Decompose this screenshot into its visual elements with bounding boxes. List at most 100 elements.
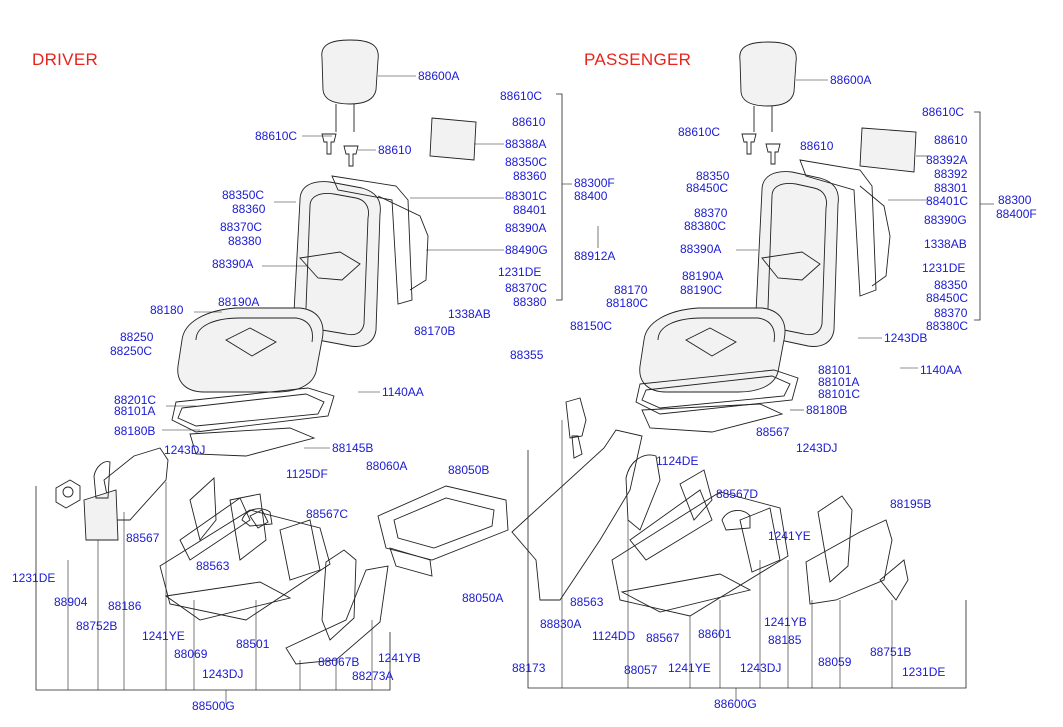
label-driver-88101A[interactable]: 88101A	[114, 404, 156, 418]
label-passenger-88301[interactable]: 88301	[934, 181, 968, 195]
label-passenger-88170[interactable]: 88170	[614, 283, 648, 297]
label-driver-88180B[interactable]: 88180B	[114, 424, 156, 438]
label-passenger-1124DE[interactable]: 1124DE	[656, 454, 699, 468]
label-driver-1140AA[interactable]: 1140AA	[382, 385, 424, 399]
label-driver-88250C[interactable]: 88250C	[110, 344, 153, 358]
label-driver-88500G[interactable]: 88500G	[192, 699, 235, 713]
label-passenger-88450C-r[interactable]: 88450C	[926, 291, 969, 305]
label-passenger-88392[interactable]: 88392	[934, 167, 968, 181]
label-passenger-88450C[interactable]: 88450C	[686, 181, 729, 195]
label-driver-1231DE[interactable]: 1231DE	[12, 571, 56, 585]
label-driver-88610-r[interactable]: 88610	[512, 115, 546, 129]
label-driver-88600A[interactable]: 88600A	[418, 69, 460, 83]
label-passenger-88400F[interactable]: 88400F	[996, 207, 1037, 221]
label-passenger-1231DE-r[interactable]: 1231DE	[922, 261, 966, 275]
label-driver-88350C[interactable]: 88350C	[222, 188, 265, 202]
label-passenger-88185[interactable]: 88185	[768, 633, 802, 647]
label-driver-88490G[interactable]: 88490G	[505, 243, 548, 257]
label-driver-88273A[interactable]: 88273A	[352, 669, 394, 683]
label-passenger-88150C[interactable]: 88150C	[570, 319, 613, 333]
label-driver-88380-r[interactable]: 88380	[513, 295, 547, 309]
label-driver-1125DF[interactable]: 1125DF	[286, 467, 328, 481]
label-driver-1241YE[interactable]: 1241YE	[142, 629, 185, 643]
label-passenger-88751B[interactable]: 88751B	[870, 645, 912, 659]
label-driver-1231DE-r[interactable]: 1231DE	[498, 265, 542, 279]
label-passenger-1241YE[interactable]: 1241YE	[768, 529, 811, 543]
label-passenger-1338AB[interactable]: 1338AB	[924, 237, 967, 251]
label-passenger-88610C[interactable]: 88610C	[678, 125, 721, 139]
label-driver-1243DJ[interactable]: 1243DJ	[164, 443, 206, 457]
label-passenger-88300[interactable]: 88300	[998, 193, 1032, 207]
label-passenger-88380C[interactable]: 88380C	[684, 219, 727, 233]
label-driver-88360-r[interactable]: 88360	[513, 169, 547, 183]
label-passenger-88567D[interactable]: 88567D	[716, 487, 759, 501]
label-driver-1338AB[interactable]: 1338AB	[448, 307, 491, 321]
label-passenger-88370[interactable]: 88370	[694, 206, 728, 220]
label-driver-1241YB[interactable]: 1241YB	[378, 651, 421, 665]
label-driver-88170B[interactable]: 88170B	[414, 324, 456, 338]
label-driver-88186[interactable]: 88186	[108, 599, 142, 613]
label-passenger-88401C[interactable]: 88401C	[926, 194, 969, 208]
label-passenger-88600A[interactable]: 88600A	[830, 73, 872, 87]
label-driver-88752B[interactable]: 88752B	[76, 619, 118, 633]
label-passenger-88101A[interactable]: 88101A	[818, 375, 860, 389]
label-driver-88401[interactable]: 88401	[513, 203, 547, 217]
label-driver-88067B[interactable]: 88067B	[318, 655, 360, 669]
label-driver-88350C-r[interactable]: 88350C	[505, 155, 548, 169]
label-driver-88610[interactable]: 88610	[378, 143, 412, 157]
label-passenger-1243DJ[interactable]: 1243DJ	[796, 441, 838, 455]
label-driver-88201C[interactable]: 88201C	[114, 393, 157, 407]
label-passenger-1243DB[interactable]: 1243DB	[884, 331, 928, 345]
label-driver-1243DJ-b[interactable]: 1243DJ	[202, 667, 244, 681]
label-driver-88180[interactable]: 88180	[150, 303, 184, 317]
label-passenger-88180B[interactable]: 88180B	[806, 403, 848, 417]
label-driver-88370C[interactable]: 88370C	[220, 220, 263, 234]
label-driver-88301C[interactable]: 88301C	[505, 189, 548, 203]
label-passenger-88390A[interactable]: 88390A	[680, 242, 722, 256]
label-driver-88912A[interactable]: 88912A	[574, 249, 616, 263]
label-passenger-88190A[interactable]: 88190A	[682, 269, 724, 283]
label-driver-88563[interactable]: 88563	[196, 559, 230, 573]
label-passenger-88173[interactable]: 88173	[512, 661, 546, 675]
label-passenger-1241YB[interactable]: 1241YB	[764, 615, 807, 629]
label-passenger-88567-a[interactable]: 88567	[756, 425, 790, 439]
label-driver-88355[interactable]: 88355	[510, 348, 544, 362]
label-passenger-88392A[interactable]: 88392A	[926, 153, 968, 167]
label-passenger-88380C-r[interactable]: 88380C	[926, 319, 969, 333]
label-driver-88050B[interactable]: 88050B	[448, 463, 490, 477]
label-passenger-88057[interactable]: 88057	[624, 663, 658, 677]
label-passenger-88610-r[interactable]: 88610	[934, 133, 968, 147]
label-driver-88567C[interactable]: 88567C	[306, 507, 349, 521]
label-driver-88300F[interactable]: 88300F	[574, 176, 615, 190]
label-driver-88380[interactable]: 88380	[228, 234, 262, 248]
label-driver-88388A[interactable]: 88388A	[505, 137, 547, 151]
label-driver-88610C-r[interactable]: 88610C	[500, 89, 543, 103]
label-driver-88610C[interactable]: 88610C	[255, 129, 298, 143]
label-passenger-88610[interactable]: 88610	[800, 139, 834, 153]
label-passenger-1241YE-b[interactable]: 1241YE	[668, 661, 711, 675]
label-passenger-1243DJ-b[interactable]: 1243DJ	[740, 661, 782, 675]
label-passenger-88370-r[interactable]: 88370	[934, 306, 968, 320]
label-passenger-88390G[interactable]: 88390G	[924, 213, 967, 227]
label-driver-88390A-r[interactable]: 88390A	[505, 221, 547, 235]
label-driver-88501[interactable]: 88501	[236, 637, 270, 651]
label-passenger-1140AA[interactable]: 1140AA	[920, 363, 962, 377]
label-passenger-1231DE[interactable]: 1231DE	[902, 665, 946, 679]
label-driver-88370C-r[interactable]: 88370C	[505, 281, 548, 295]
label-driver-88050A[interactable]: 88050A	[462, 591, 504, 605]
label-passenger-88830A[interactable]: 88830A	[540, 617, 582, 631]
label-passenger-88101[interactable]: 88101	[818, 363, 852, 377]
label-driver-88069[interactable]: 88069	[174, 647, 208, 661]
label-passenger-88567-b[interactable]: 88567	[646, 631, 680, 645]
label-passenger-88350[interactable]: 88350	[696, 169, 730, 183]
label-driver-88400[interactable]: 88400	[574, 189, 608, 203]
label-driver-88145B[interactable]: 88145B	[332, 441, 374, 455]
label-passenger-88601[interactable]: 88601	[698, 627, 732, 641]
label-driver-88567-a[interactable]: 88567	[126, 531, 160, 545]
label-passenger-88180C[interactable]: 88180C	[606, 296, 649, 310]
label-driver-88360[interactable]: 88360	[232, 202, 266, 216]
label-driver-88250[interactable]: 88250	[120, 330, 154, 344]
label-passenger-88059[interactable]: 88059	[818, 655, 852, 669]
label-passenger-88190C[interactable]: 88190C	[680, 283, 723, 297]
label-passenger-88350-r[interactable]: 88350	[934, 278, 968, 292]
